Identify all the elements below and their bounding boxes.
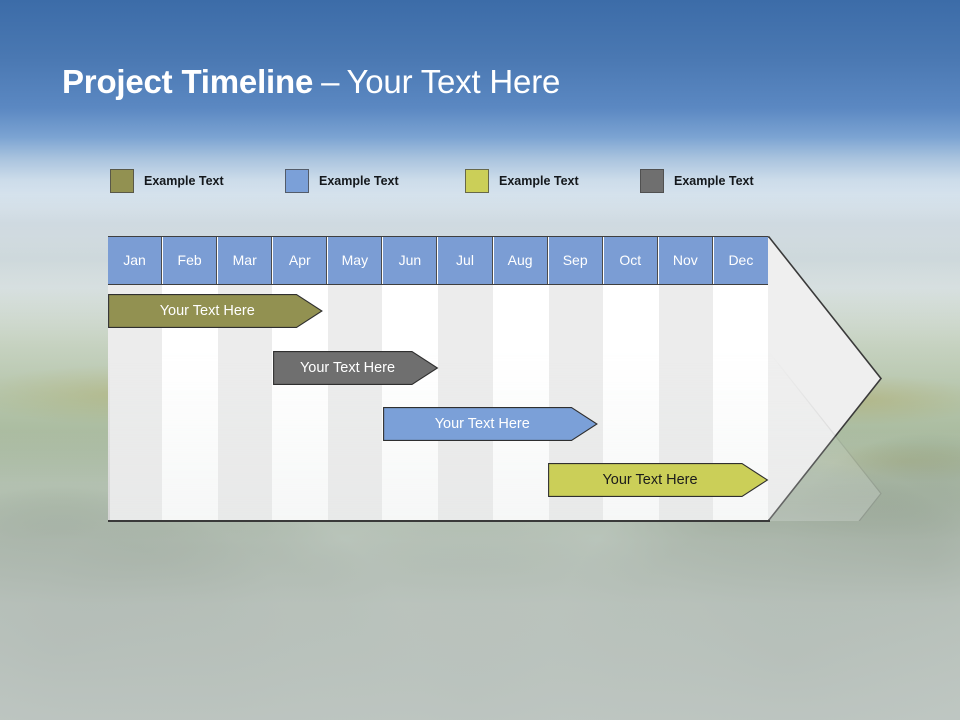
month-column-mar: Mar	[218, 236, 274, 521]
month-column-jul: Jul	[438, 236, 494, 521]
month-header-jul[interactable]: Jul	[438, 236, 493, 284]
legend-item-label: Example Text	[674, 174, 754, 188]
task-bar-label: Your Text Here	[602, 472, 698, 488]
legend-swatch-icon	[285, 169, 309, 193]
legend-swatch-icon	[110, 169, 134, 193]
task-bar-1[interactable]: Your Text Here	[108, 294, 323, 328]
month-column-aug: Aug	[493, 236, 549, 521]
task-bar-label: Your Text Here	[299, 360, 396, 376]
header-rule-bottom	[108, 284, 768, 285]
task-bar-3[interactable]: Your Text Here	[383, 407, 598, 441]
month-header-sep[interactable]: Sep	[548, 236, 603, 284]
month-column-jan: Jan	[108, 236, 164, 521]
task-bar-label: Your Text Here	[434, 416, 530, 432]
title-dash: –	[321, 63, 340, 100]
title-primary: Project Timeline	[62, 63, 314, 100]
legend-item-3[interactable]: Example Text	[465, 168, 579, 194]
legend-item-2[interactable]: Example Text	[285, 168, 399, 194]
month-header-feb[interactable]: Feb	[163, 236, 218, 284]
legend: Example Text Example Text Example Text Exam…	[110, 168, 810, 194]
task-bar-4[interactable]: Your Text Here	[548, 463, 769, 497]
legend-swatch-icon	[640, 169, 664, 193]
month-header-jun[interactable]: Jun	[383, 236, 438, 284]
task-bar-2[interactable]: Your Text Here	[273, 351, 439, 385]
legend-item-label: Example Text	[319, 174, 399, 188]
month-header-dec[interactable]: Dec	[713, 236, 768, 284]
month-header-aug[interactable]: Aug	[493, 236, 548, 284]
legend-item-4[interactable]: Example Text	[640, 168, 754, 194]
title-secondary: Your Text Here	[346, 63, 561, 100]
month-header-apr[interactable]: Apr	[273, 236, 328, 284]
legend-item-label: Example Text	[499, 174, 579, 188]
task-bar-arrow-shape	[273, 351, 439, 385]
header-rule-top	[108, 236, 768, 237]
slide-title: Project Timeline – Your Text Here	[62, 56, 902, 108]
legend-item-label: Example Text	[144, 174, 224, 188]
month-header-jan[interactable]: Jan	[108, 236, 163, 284]
legend-swatch-icon	[465, 169, 489, 193]
month-header-mar[interactable]: Mar	[218, 236, 273, 284]
legend-item-1[interactable]: Example Text	[110, 168, 224, 194]
month-column-feb: Feb	[163, 236, 219, 521]
task-bar-label: Your Text Here	[159, 303, 255, 319]
task-bar-arrow-shape	[108, 294, 323, 328]
month-header-oct[interactable]: Oct	[603, 236, 658, 284]
month-header-nov[interactable]: Nov	[658, 236, 713, 284]
month-header-may[interactable]: May	[328, 236, 383, 284]
